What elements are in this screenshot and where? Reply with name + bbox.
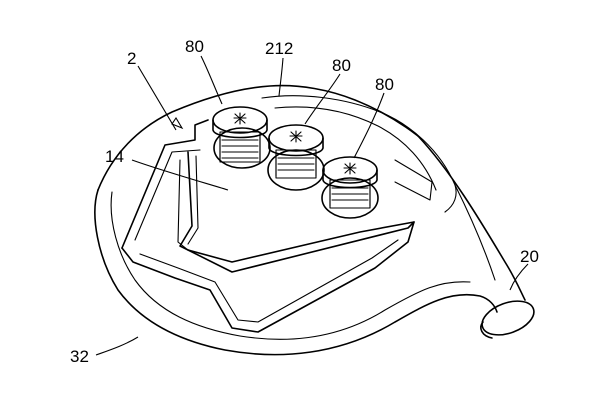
weight-screw-1 xyxy=(212,106,271,169)
label-sole-edge: 32 xyxy=(70,347,89,366)
label-recess: 212 xyxy=(265,39,293,58)
label-weight-b: 80 xyxy=(332,56,351,75)
weight-screw-2 xyxy=(267,124,325,191)
label-club-head: 2 xyxy=(127,49,136,68)
club-head-body xyxy=(94,84,498,356)
label-weight-a: 80 xyxy=(185,37,204,56)
sole-plate xyxy=(121,119,415,333)
label-hosel: 20 xyxy=(520,247,539,266)
label-sole-plate: 14 xyxy=(105,147,124,166)
hosel xyxy=(417,135,535,339)
rear-ridge xyxy=(261,95,457,213)
weight-screw-3 xyxy=(321,156,379,219)
reference-labels: 2 80 212 80 80 14 20 32 xyxy=(70,37,539,366)
leader-lines xyxy=(95,55,529,356)
label-weight-c: 80 xyxy=(375,75,394,94)
